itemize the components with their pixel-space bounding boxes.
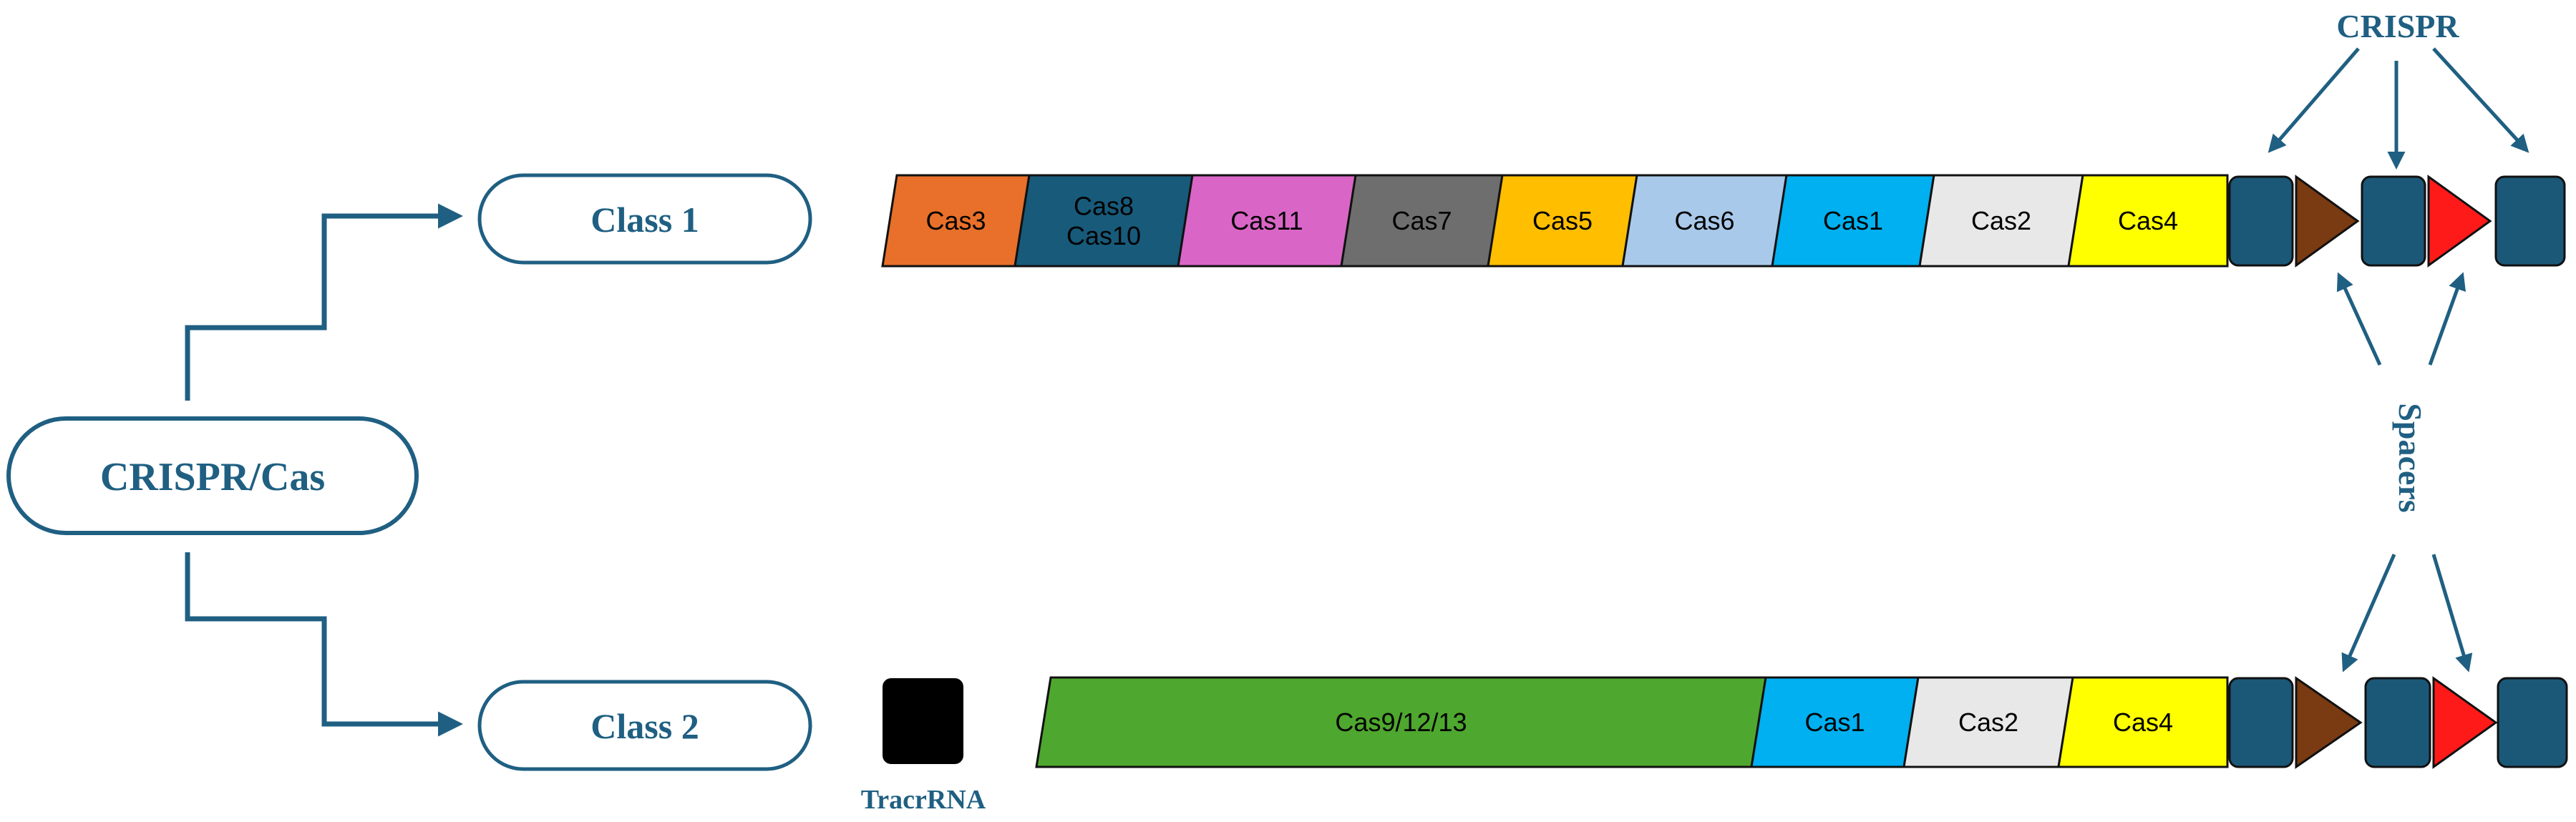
repeat-block	[2228, 175, 2294, 267]
class2-node-label: Class 2	[590, 706, 699, 746]
class1-gene-label: Cas7	[1391, 206, 1452, 235]
repeat-block	[2361, 175, 2426, 267]
root-node-label: CRISPR/Cas	[100, 455, 325, 499]
spacer-triangle-brown	[2295, 676, 2363, 769]
class2-node: Class 2	[477, 680, 812, 771]
class1-gene-segment	[2067, 174, 2229, 268]
class1-gene-label: Cas5	[1532, 206, 1593, 235]
class1-crispr-array	[2228, 175, 2566, 268]
spacer-triangle-brown	[2295, 175, 2360, 268]
class1-gene-label: Cas4	[2118, 206, 2178, 235]
crispr-arrow-left	[2268, 47, 2360, 153]
class1-node-label: Class 1	[590, 200, 699, 240]
class2-crispr-array	[2228, 676, 2568, 769]
connector-to-class2	[185, 552, 463, 737]
class2-gene-label: Cas4	[2113, 708, 2173, 737]
class1-gene-label: Cas11	[1230, 206, 1303, 235]
class1-gene-label: Cas3	[925, 206, 986, 235]
spacers-arrow-down-left	[2341, 553, 2396, 672]
class2-gene-segment	[2057, 676, 2229, 768]
spacer-triangle-red	[2427, 175, 2492, 268]
repeat-block	[2497, 677, 2568, 768]
class1-gene-label: Cas2	[1971, 206, 2031, 235]
root-node-box	[6, 416, 419, 535]
crispr-arrow-right	[2432, 47, 2529, 153]
spacers-label: Spacers	[2392, 403, 2429, 512]
crispr-label: CRISPR	[2336, 8, 2459, 44]
repeat-block	[2228, 677, 2294, 768]
class1-node-box	[477, 173, 812, 265]
class2-gene-label: Cas9/12/13	[1335, 708, 1467, 737]
class1-gene-label: Cas6	[1674, 206, 1734, 235]
tracrrna-element: TracrRNA	[861, 678, 986, 815]
spacer-triangle-red	[2432, 676, 2498, 769]
class1-gene-label: Cas1	[1823, 206, 1883, 235]
repeat-block	[2494, 175, 2566, 267]
spacers-arrow-down-right	[2431, 554, 2473, 672]
repeat-block	[2364, 677, 2431, 768]
spacers-arrow-up-right	[2428, 272, 2466, 366]
class2-node-box	[477, 680, 812, 771]
class2-gene-label: Cas2	[1958, 708, 2018, 737]
tracrrna-label: TracrRNA	[861, 785, 986, 815]
connector-to-class1	[185, 203, 463, 401]
class1-node: Class 1	[477, 173, 812, 265]
class2-gene-label: Cas1	[1804, 708, 1865, 737]
root-node: CRISPR/Cas	[6, 416, 419, 535]
class1-gene-label: Cas10	[1066, 221, 1141, 250]
tracrrna-block	[883, 678, 963, 764]
class2-gene-operon: Cas9/12/13 Cas1 Cas2 Cas4	[1035, 676, 2229, 768]
spacers-arrow-up-left	[2336, 272, 2382, 366]
class1-gene-label: Cas8	[1074, 191, 1134, 220]
